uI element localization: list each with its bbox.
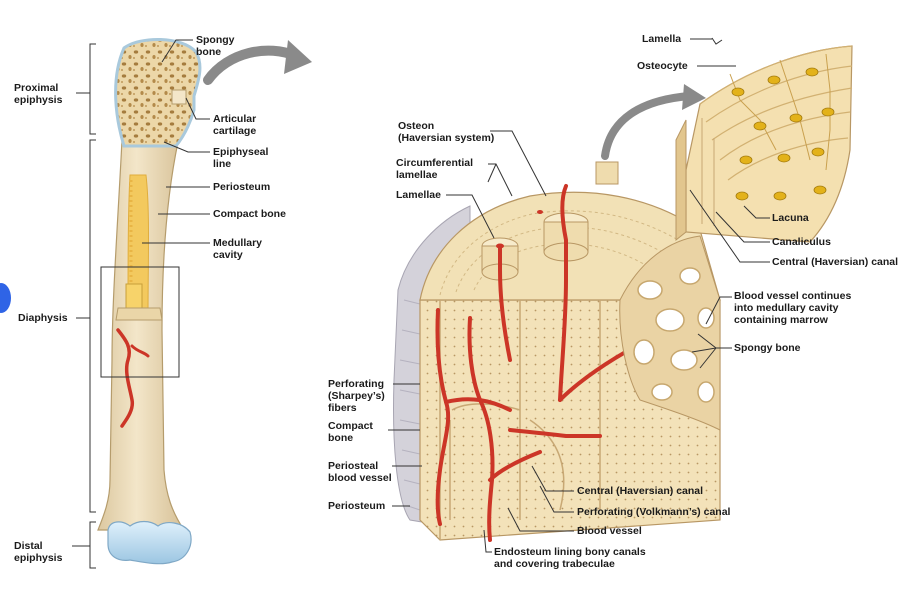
- label-central-canal-upper: Central (Haversian) canal: [772, 256, 899, 268]
- label-articular-cartilage: Articular cartilage: [213, 113, 257, 137]
- label-perforating-canal: Perforating (Volkmann’s) canal: [577, 506, 731, 518]
- label-compact-bone-left: Compact bone: [213, 208, 286, 220]
- label-perforating-fibers: Perforating (Sharpey’s) fibers: [328, 378, 385, 414]
- label-distal-epiphysis: Distal epiphysis: [14, 540, 63, 564]
- label-central-canal-lower: Central (Haversian) canal: [577, 485, 704, 497]
- label-periosteal-blood-vessel: Periosteal blood vessel: [328, 460, 392, 484]
- label-blood-vessel: Blood vessel: [577, 525, 642, 537]
- label-diaphysis: Diaphysis: [18, 312, 68, 324]
- label-epiphyseal-line: Epiphyseal line: [213, 146, 269, 170]
- label-circumferential-lamellae: Circumferential lamellae: [396, 157, 474, 181]
- label-proximal-epiphysis: Proximal epiphysis: [14, 82, 63, 106]
- label-endosteum: Endosteum lining bony canals and coverin…: [494, 546, 646, 570]
- label-periosteum-left: Periosteum: [213, 181, 271, 193]
- right-leaders: [388, 38, 770, 553]
- osteons: [481, 210, 589, 281]
- blue-marker: [0, 283, 11, 313]
- osteocytes: [731, 67, 835, 201]
- label-periosteum-right: Periosteum: [328, 500, 386, 512]
- label-lacuna: Lacuna: [772, 212, 809, 224]
- label-osteon: Osteon (Haversian system): [398, 120, 495, 144]
- label-blood-vessel-continues: Blood vessel continues into medullary ca…: [734, 290, 852, 326]
- compact-bone-block: [393, 84, 721, 542]
- osteon-wedge: [675, 45, 853, 243]
- label-compact-bone-right: Compact bone: [328, 420, 373, 444]
- long-bone: [97, 38, 312, 565]
- label-canaliculus: Canaliculus: [772, 236, 831, 248]
- label-lamellae: Lamellae: [396, 189, 441, 201]
- left-brackets: [72, 43, 96, 569]
- spongy-region: [619, 235, 721, 431]
- label-spongy-bone-top: Spongy bone: [196, 34, 235, 58]
- label-osteocyte: Osteocyte: [637, 60, 688, 72]
- label-lamella: Lamella: [642, 33, 682, 45]
- left-leaders: [142, 39, 210, 244]
- label-spongy-bone-right: Spongy bone: [734, 342, 801, 354]
- label-medullary-cavity: Medullary cavity: [213, 237, 263, 261]
